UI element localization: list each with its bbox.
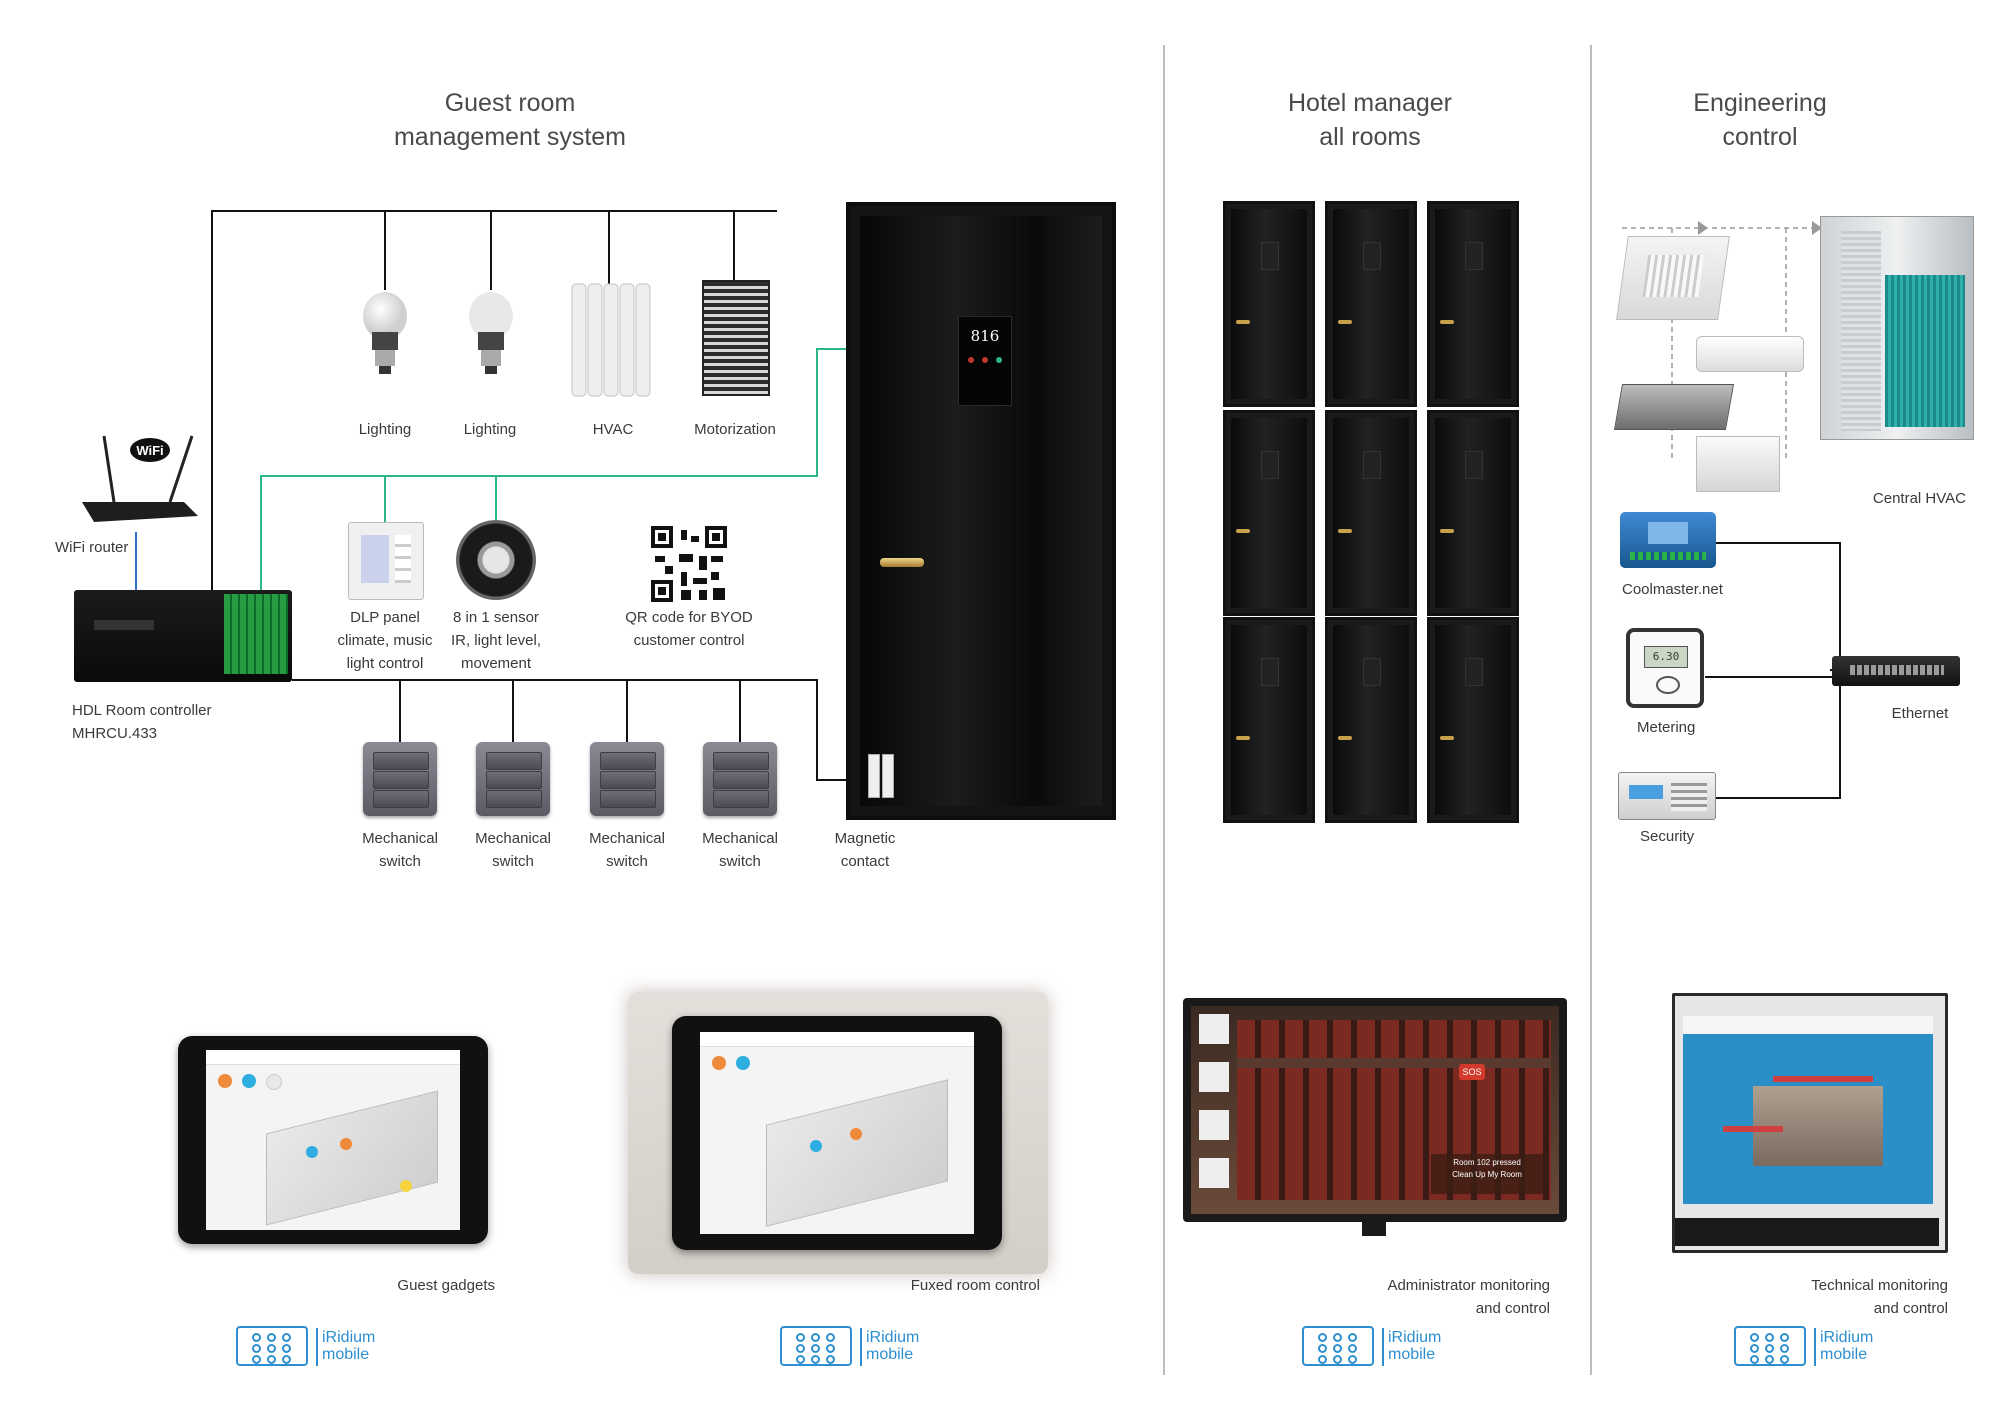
ethernet-label: Ethernet: [1891, 705, 1949, 722]
separator-right: [1590, 45, 1592, 1375]
bulb-icon-2: [466, 288, 516, 378]
hotel-door-image: 816: [846, 202, 1116, 820]
separator-left: [1163, 45, 1165, 1375]
cassette-ac-icon: [1616, 236, 1730, 320]
fixed-room-label: Fuxed room control: [910, 1277, 1040, 1294]
mechanical-switch-icon-1: [363, 742, 437, 816]
fixed-room-tablet: [672, 1016, 1002, 1250]
radiator-icon: [570, 278, 654, 402]
hvac-label: HVAC: [592, 421, 634, 438]
mechanical-switch-icon-3: [590, 742, 664, 816]
room-door-8: [1325, 617, 1417, 823]
room-door-7: [1223, 617, 1315, 823]
security-label: Security: [1640, 828, 1695, 845]
svg-text:WiFi: WiFi: [136, 443, 163, 458]
room-door-6: [1427, 410, 1519, 616]
sensor-icon: [456, 520, 536, 600]
room-controller-icon: [74, 590, 292, 682]
room-door-2: [1325, 201, 1417, 407]
engineering-title: Engineering control: [1693, 89, 1827, 151]
tablet-app-screen: [206, 1050, 460, 1230]
meter-display: 6.30: [1644, 646, 1688, 668]
floor-ac-icon: [1696, 436, 1780, 492]
room-door-1: [1223, 201, 1315, 407]
room-number: 816: [970, 327, 1000, 345]
room-door-9: [1427, 617, 1519, 823]
hotel-manager-title: Hotel manager all rooms: [1288, 89, 1452, 151]
admin-notice-line1: Room 102 pressed: [1453, 1158, 1521, 1167]
dlp-panel-icon: [348, 522, 424, 600]
wall-ac-icon: [1696, 336, 1804, 372]
meter-icon: 6.30: [1626, 628, 1704, 708]
blind-icon: [702, 280, 770, 396]
metering-label: Metering: [1637, 719, 1696, 736]
guest-tablet: [178, 1036, 488, 1244]
admin-monitor-stand: [1362, 1222, 1386, 1236]
mechanical-switch-icon-4: [703, 742, 777, 816]
tech-monitor: [1672, 993, 1948, 1253]
admin-monitor: SOS Room 102 pressed Clean Up My Room: [1183, 998, 1567, 1222]
guest-room-title: Guest room management system: [393, 89, 627, 151]
admin-sos-badge: SOS: [1459, 1064, 1485, 1080]
guest-gadgets-label: Guest gadgets: [397, 1277, 495, 1294]
admin-notice-line2: Clean Up My Room: [1452, 1170, 1522, 1179]
wifi-router-label: WiFi router: [55, 539, 129, 556]
tech-monitor-screen: [1683, 1016, 1933, 1204]
fixed-tablet-screen: [700, 1032, 974, 1234]
door-handle: [880, 558, 924, 567]
room-door-5: [1325, 410, 1417, 616]
lighting-label-2: Lighting: [463, 421, 517, 438]
admin-monitor-screen: SOS Room 102 pressed Clean Up My Room: [1191, 1006, 1559, 1214]
room-door-3: [1427, 201, 1519, 407]
door-lock-panel: 816: [958, 316, 1012, 406]
wifi-router-icon: WiFi: [74, 430, 200, 530]
qr-code-icon: [651, 526, 727, 602]
central-hvac-icon: [1820, 216, 1974, 440]
coolmaster-label: Coolmaster.net: [1622, 581, 1723, 598]
central-hvac-label: Central HVAC: [1872, 490, 1966, 507]
coolmaster-icon: [1620, 512, 1716, 568]
room-door-4: [1223, 410, 1315, 616]
ethernet-switch-icon: [1832, 656, 1960, 686]
motorization-label: Motorization: [694, 421, 776, 438]
ducted-ac-icon: [1613, 384, 1735, 430]
bulb-icon-1: [360, 288, 410, 378]
lighting-label-1: Lighting: [358, 421, 412, 438]
security-panel-icon: [1618, 772, 1716, 820]
mechanical-switch-icon-2: [476, 742, 550, 816]
